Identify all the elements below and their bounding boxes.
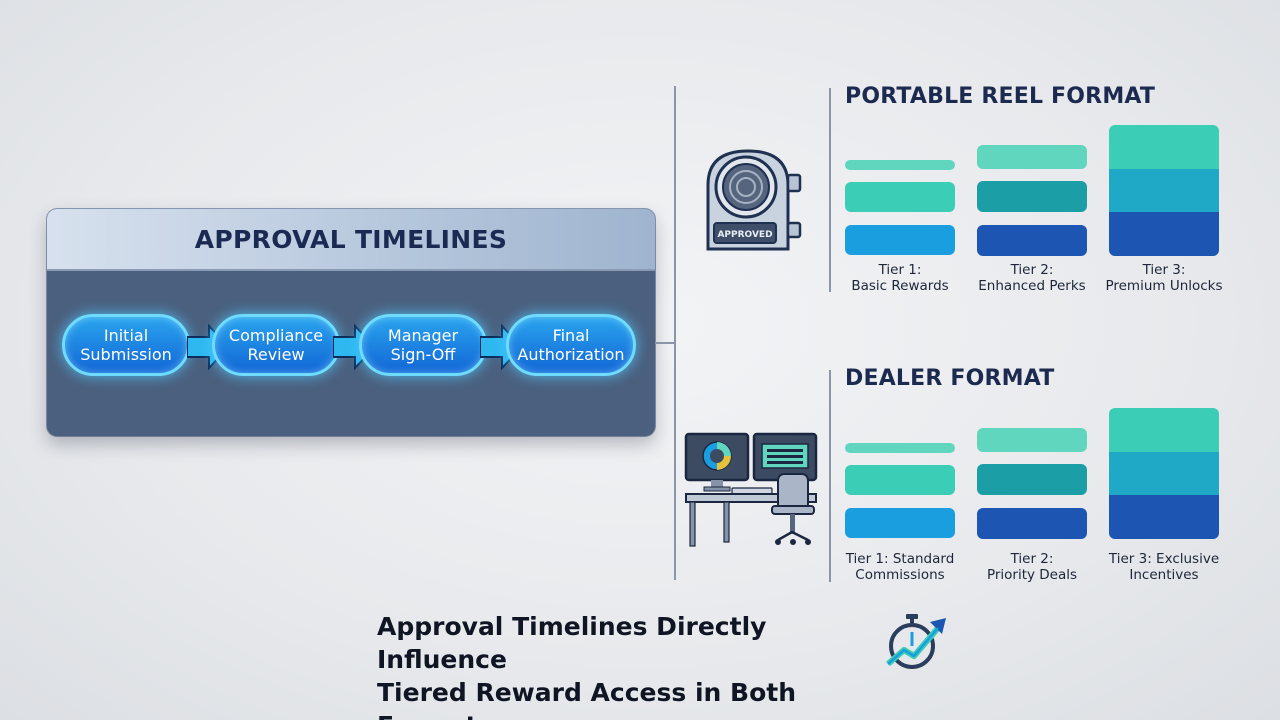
step-label: Review (247, 345, 305, 364)
tier-label-line: Tier 1: Standard (845, 551, 955, 567)
step-compliance-review: Compliance Review (212, 314, 340, 376)
step-label: Final (552, 326, 590, 345)
dealer-section-title: DEALER FORMAT (845, 366, 1055, 391)
approved-slot-machine-icon: APPROVED (706, 149, 802, 251)
tier-label-line: Commissions (855, 567, 945, 583)
main-divider (674, 86, 676, 580)
portable-tier-2-bar (977, 225, 1087, 256)
tier-label-line: Premium Unlocks (1105, 278, 1223, 294)
dealer-tier-3-label: Tier 3: Exclusive Incentives (1098, 551, 1230, 583)
portable-tier-1-label: Tier 1: Basic Rewards (840, 262, 960, 294)
portable-section-title: PORTABLE REEL FORMAT (845, 84, 1156, 109)
portable-tier-2-bar (977, 145, 1087, 169)
dealer-tier-2-bar (977, 428, 1087, 452)
footer-line: Approval Timelines Directly Influence (377, 612, 767, 674)
dealer-tier-1-bar (845, 443, 955, 453)
step-label: Authorization (517, 345, 625, 364)
portable-divider (829, 88, 831, 292)
step-label: Submission (80, 345, 172, 364)
dealer-tier-2-bar (977, 508, 1087, 539)
tier-label-line: Basic Rewards (851, 278, 949, 294)
dealer-tier-1-bar (845, 465, 955, 495)
step-label: Compliance (228, 326, 324, 345)
step-manager-sign-off: Manager Sign-Off (359, 314, 487, 376)
approval-header: APPROVAL TIMELINES (47, 209, 655, 271)
portable-tier-1-bar (845, 160, 955, 170)
step-label: Manager (387, 326, 459, 345)
portable-tier-2-bar (977, 181, 1087, 212)
dealer-tier-3-bar (1109, 408, 1219, 539)
approval-title: APPROVAL TIMELINES (194, 224, 508, 254)
tier-label-line: Tier 1: (878, 262, 922, 278)
tier-label-line: Tier 2: (1010, 551, 1054, 567)
tier-label-line: Incentives (1129, 567, 1199, 583)
portable-tier-1-bar (845, 182, 955, 212)
dealer-tier-1-bar (845, 508, 955, 538)
stopwatch-trend-icon (886, 614, 946, 669)
tier-label-line: Tier 3: (1142, 262, 1186, 278)
dealer-divider (829, 370, 831, 582)
step-final-authorization: Final Authorization (506, 314, 636, 376)
dealer-tier-2-label: Tier 2: Priority Deals (972, 551, 1092, 583)
portable-tier-3-bar (1109, 125, 1219, 256)
dealer-tier-1-label: Tier 1: Standard Commissions (838, 551, 962, 583)
tier-label-line: Priority Deals (986, 567, 1078, 583)
approved-label: APPROVED (717, 230, 772, 240)
tier-label-line: Tier 3: Exclusive (1108, 551, 1220, 567)
portable-tier-3-label: Tier 3: Premium Unlocks (1098, 262, 1230, 294)
footer-caption: Approval Timelines Directly Influence Ti… (377, 610, 877, 720)
tier-label-line: Tier 2: (1010, 262, 1054, 278)
footer-line: Tiered Reward Access in Both Formats. (377, 678, 797, 720)
connector-line (655, 342, 675, 344)
dealer-tier-2-bar (977, 464, 1087, 495)
approval-steps: Initial Submission Compliance Review Man… (47, 271, 655, 436)
approval-timelines-panel: APPROVAL TIMELINES Initial Submission Co… (47, 209, 655, 436)
step-initial-submission: Initial Submission (62, 314, 190, 376)
portable-tier-2-label: Tier 2: Enhanced Perks (972, 262, 1092, 294)
step-label: Sign-Off (390, 345, 456, 364)
portable-tier-1-bar (845, 225, 955, 255)
dealer-desk-icon (684, 432, 818, 547)
step-label: Initial (103, 326, 149, 345)
tier-label-line: Enhanced Perks (978, 278, 1086, 294)
